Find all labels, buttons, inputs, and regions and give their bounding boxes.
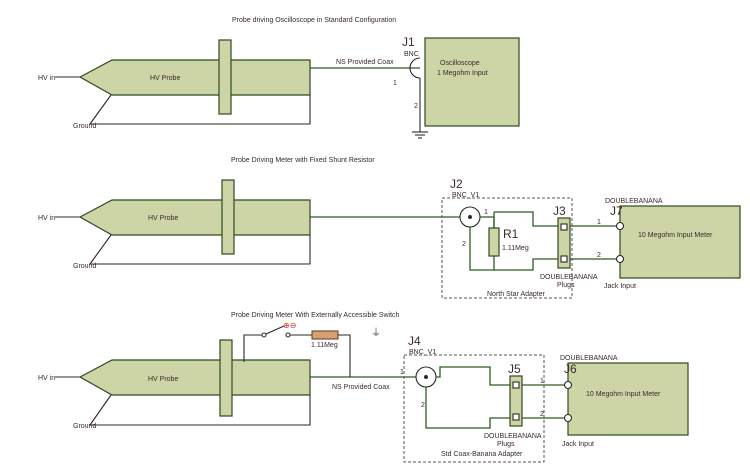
j6-ref: J6 bbox=[564, 362, 577, 376]
j1-type: BNC bbox=[404, 51, 419, 58]
ground-label: Ground bbox=[73, 423, 96, 430]
switch-contact-b bbox=[285, 332, 291, 338]
ground-wire bbox=[88, 394, 311, 426]
switch-indicator-icon: ⊕⊖ bbox=[283, 321, 296, 330]
j4-ref: J4 bbox=[408, 334, 421, 348]
meter-box bbox=[619, 205, 741, 279]
north-star-adapter-boundary bbox=[441, 197, 573, 299]
hv-probe-body bbox=[78, 59, 311, 96]
hv-probe-body bbox=[78, 359, 311, 396]
r1-value: 1.11Meg bbox=[502, 245, 529, 252]
series-resistor-value: 1.11Meg bbox=[311, 342, 338, 349]
j7-pin2: 2 bbox=[597, 252, 601, 259]
section1-title: Probe driving Oscilloscope in Standard C… bbox=[232, 17, 396, 24]
hv-probe-label: HV Probe bbox=[148, 215, 178, 222]
j2-type: BNC_V1 bbox=[452, 192, 479, 199]
hv-in-label: HV in bbox=[38, 75, 55, 82]
j2-ref: J2 bbox=[450, 177, 463, 191]
oscilloscope-box bbox=[424, 37, 520, 127]
j7-pin1: 1 bbox=[597, 219, 601, 226]
j5-plugs-label: Plugs bbox=[497, 441, 515, 448]
section3-title: Probe Driving Meter With Externally Acce… bbox=[231, 312, 400, 319]
section-oscilloscope: Probe driving Oscilloscope in Standard C… bbox=[38, 17, 520, 139]
hv-in-label: HV in bbox=[38, 215, 55, 222]
j1-pin2: 2 bbox=[414, 103, 418, 110]
hv-probe-label: HV Probe bbox=[150, 75, 180, 82]
ground-wire bbox=[88, 234, 311, 265]
j2-pin2: 2 bbox=[462, 241, 466, 248]
coax-banana-adapter-boundary bbox=[403, 354, 545, 463]
j3-label: DOUBLEBANANA bbox=[540, 274, 598, 281]
jack-input-label: Jack Input bbox=[562, 441, 594, 448]
switch-contact-a bbox=[261, 332, 267, 338]
j7-ref: J7 bbox=[610, 204, 623, 218]
j4-pin2: 2 bbox=[421, 402, 425, 409]
j6-pin2: 2 bbox=[540, 411, 544, 418]
jack-input-label: Jack Input bbox=[604, 283, 636, 290]
j6-pin1: 1 bbox=[540, 378, 544, 385]
resistor-r1 bbox=[488, 227, 500, 257]
coax-label: NS Provided Coax bbox=[336, 59, 394, 66]
meter-label: 10 Megohm Input Meter bbox=[638, 232, 713, 239]
j7-type: DOUBLEBANANA bbox=[605, 198, 663, 205]
coax-banana-adapter-label: Std Coax-Banana Adapter bbox=[441, 451, 523, 458]
north-star-adapter-label: North Star Adapter bbox=[487, 291, 546, 298]
section-switch: Probe Driving Meter With Externally Acce… bbox=[38, 312, 689, 463]
hv-probe-body bbox=[78, 199, 311, 236]
hv-probe-flange bbox=[219, 339, 233, 417]
oscilloscope-input-label: 1 Megohm Input bbox=[437, 70, 488, 77]
j3-plugs-label: Plugs bbox=[557, 282, 575, 289]
j1-pin1: 1 bbox=[393, 80, 397, 87]
hv-probe-flange bbox=[221, 179, 235, 255]
j3-ref: J3 bbox=[553, 204, 566, 218]
j4-type: BNC_V1 bbox=[409, 349, 436, 356]
j1-ref: J1 bbox=[402, 35, 415, 49]
r1-ref: R1 bbox=[503, 227, 519, 241]
ground-label: Ground bbox=[73, 263, 96, 270]
resistor-switch-series bbox=[311, 330, 339, 340]
j4-pin1: 1 bbox=[400, 369, 404, 376]
ground-symbol bbox=[412, 131, 428, 139]
j2-pin1: 1 bbox=[484, 209, 488, 216]
section-shunt-resistor: Probe Driving Meter with Fixed Shunt Res… bbox=[38, 157, 741, 299]
oscilloscope-label: Oscilloscope bbox=[440, 60, 480, 67]
hv-in-label: HV in bbox=[38, 375, 55, 382]
j5-label: DOUBLEBANANA bbox=[484, 433, 542, 440]
ground-wire bbox=[88, 94, 311, 125]
hv-probe-label: HV Probe bbox=[148, 376, 178, 383]
meter-box bbox=[567, 362, 689, 436]
section2-title: Probe Driving Meter with Fixed Shunt Res… bbox=[231, 157, 375, 164]
j6-type: DOUBLEBANANA bbox=[560, 355, 618, 362]
hv-probe-flange bbox=[218, 39, 232, 115]
ground-label: Ground bbox=[73, 123, 96, 130]
switch-lever bbox=[265, 325, 285, 335]
chassis-ground-icon: ⏚ bbox=[371, 327, 381, 339]
meter-label: 10 Megohm Input Meter bbox=[586, 391, 661, 398]
coax-label: NS Provided Coax bbox=[332, 384, 390, 391]
j5-ref: J5 bbox=[508, 362, 521, 376]
